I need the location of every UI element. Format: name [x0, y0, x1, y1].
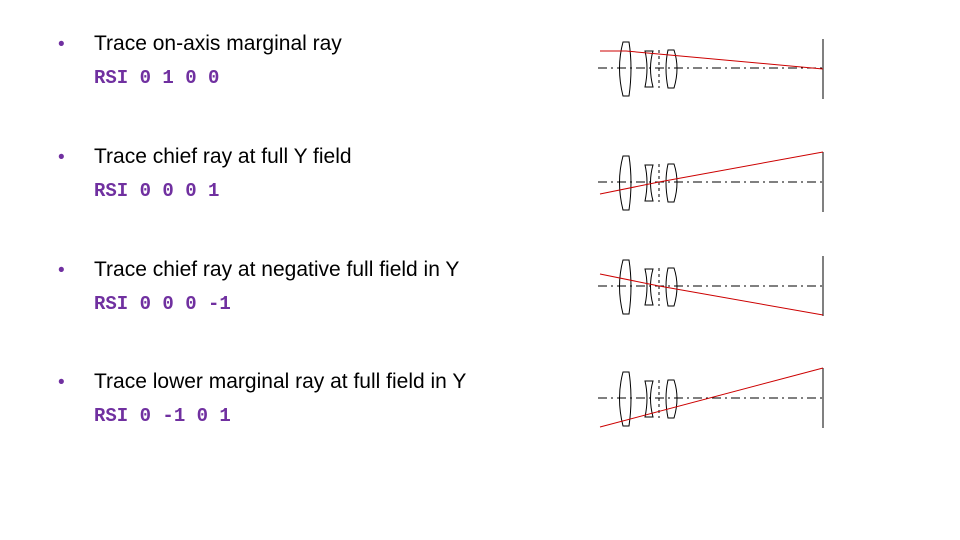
lens-element-3 — [665, 49, 678, 89]
bullet-item-4: • Trace lower marginal ray at full field… — [58, 370, 578, 428]
bullet-marker: • — [58, 372, 65, 393]
lens-element-1 — [619, 41, 632, 97]
bullet-text: Trace on-axis marginal ray — [94, 32, 342, 55]
bullet-item-2: • Trace chief ray at full Y field RSI 0 … — [58, 145, 578, 203]
lens-element-1 — [619, 155, 632, 211]
rsi-command: RSI 0 -1 0 1 — [94, 405, 231, 427]
lens-diagram-3 — [598, 256, 824, 316]
rsi-command: RSI 0 0 0 1 — [94, 180, 220, 202]
ray-trace — [599, 273, 824, 316]
bullet-marker: • — [58, 260, 65, 281]
bullet-item-3: • Trace chief ray at negative full field… — [58, 258, 578, 316]
rsi-command: RSI 0 1 0 0 — [94, 67, 220, 89]
lens-element-2 — [644, 50, 654, 88]
rsi-command: RSI 0 0 0 -1 — [94, 293, 231, 315]
ray-trace — [599, 151, 824, 195]
ray-trace — [599, 367, 824, 428]
bullet-marker: • — [58, 147, 65, 168]
bullet-marker: • — [58, 34, 65, 55]
lens-element-1 — [619, 371, 632, 427]
lens-element-1 — [619, 259, 632, 315]
bullet-text: Trace chief ray at negative full field i… — [94, 258, 460, 281]
lens-diagram-4 — [598, 367, 824, 428]
lens-diagram-1 — [598, 39, 824, 99]
lens-element-3 — [665, 267, 678, 307]
lens-element-2 — [644, 164, 654, 202]
lens-element-2 — [644, 380, 654, 418]
lens-element-3 — [665, 163, 678, 203]
lens-element-3 — [665, 379, 678, 419]
bullet-text: Trace chief ray at full Y field — [94, 145, 352, 168]
bullet-text: Trace lower marginal ray at full field i… — [94, 370, 467, 393]
lens-element-2 — [644, 268, 654, 306]
bullet-item-1: • Trace on-axis marginal ray RSI 0 1 0 0 — [58, 32, 578, 90]
ray-trace — [600, 50, 824, 70]
lens-diagram-2 — [598, 151, 824, 212]
